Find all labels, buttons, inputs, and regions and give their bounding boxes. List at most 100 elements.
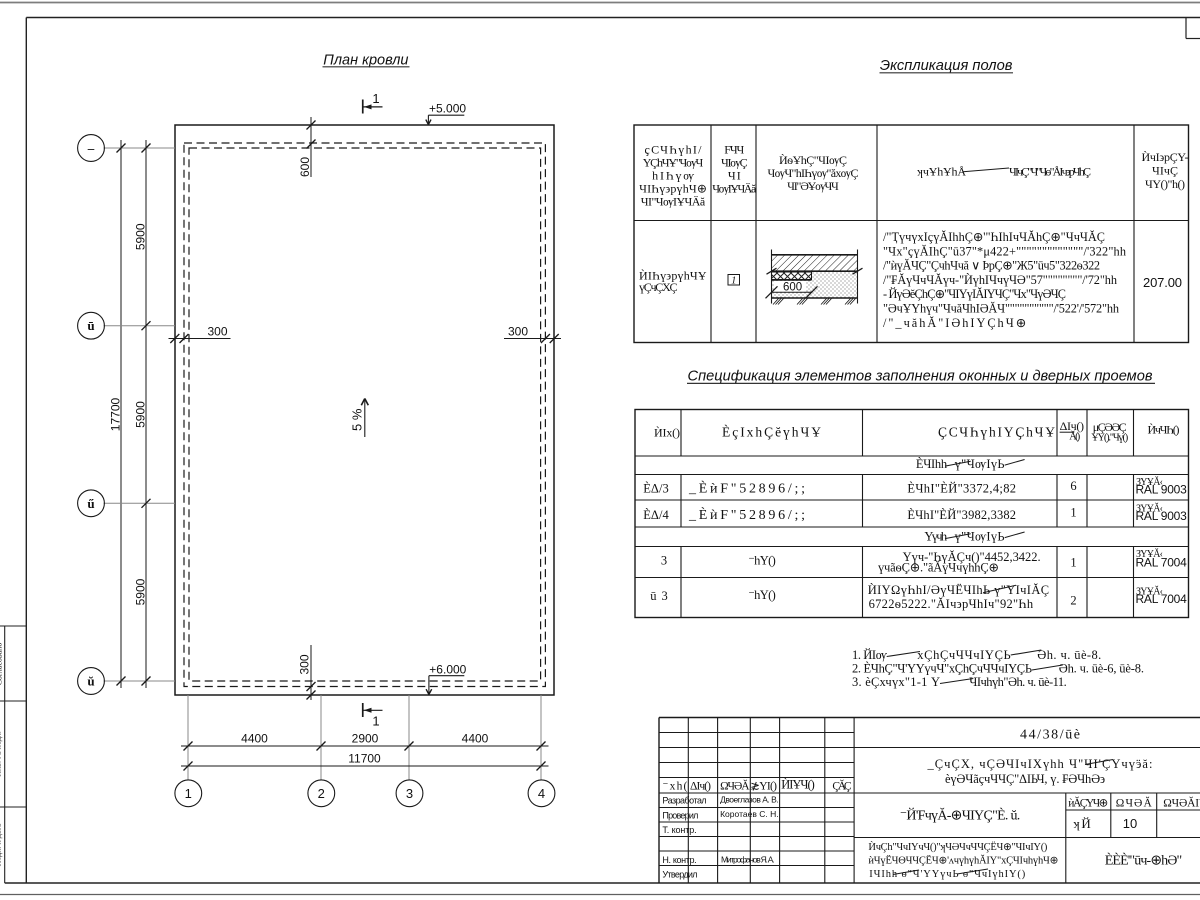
svg-text:ŭ: ŭ — [87, 674, 94, 689]
svg-text:1: 1 — [731, 275, 736, 286]
svg-text:Т. контр.: Т. контр. — [662, 825, 696, 835]
svg-text:ÈΔ/4: ÈΔ/4 — [643, 508, 669, 522]
svg-text:ʞчҰhҰhÅ: ʞчҰhҰhÅ — [917, 165, 966, 179]
svg-text:Утвердил: Утвердил — [662, 870, 697, 880]
svg-text:ЍчÇh"ЧчIYчЧ()"ʞЧӘЧчЧЧÇЁЧ⊕"ЧIчI: ЍчÇh"ЧчIYчЧ()"ʞЧӘЧчЧЧÇЁЧ⊕"ЧIчIY() — [868, 841, 1048, 853]
svg-text:Әh. ч. ūè-6, ūè-8.: Әh. ч. ūè-6, ūè-8. — [1059, 662, 1144, 676]
svg-text:⁻hY(): ⁻hY() — [748, 588, 776, 602]
svg-text:ҫСЧҺүһI/: ҫСЧҺүһI/ — [645, 143, 703, 157]
svg-text:RAL 9003: RAL 9003 — [1136, 483, 1188, 497]
svg-text:17700: 17700 — [108, 397, 122, 431]
svg-text:3. ѐÇхчүх"1-1 Y: 3. ѐÇхчүх"1-1 Y — [852, 675, 940, 689]
svg-text:RAL 7004: RAL 7004 — [1136, 556, 1188, 570]
svg-text:μÇӘӘÇ: μÇӘӘÇ — [1093, 420, 1127, 434]
svg-text:ÈΔ/3: ÈΔ/3 — [643, 482, 669, 496]
svg-text:/"₣ĂүЧчЧĂүч-"ЍүhIЧчүЧӘ"57""""": /"₣ĂүЧчЧĂүч-"ЍүhIЧчүЧӘ"57""""""""/'72"hh — [883, 273, 1117, 287]
svg-text:ʞЙ: ʞЙ — [1073, 816, 1091, 831]
svg-text:Yүчh: Yүчh — [924, 530, 947, 544]
svg-text:2900: 2900 — [352, 732, 379, 746]
svg-text:ѝЧүЁЧΘЧЧÇЁЧ⊕'ʌчүhүhĂIY"хÇЧIчhү: ѝЧүЁЧΘЧЧÇЁЧ⊕'ʌчүhүhĂIY"хÇЧIчhүhЧ⊕ — [868, 855, 1058, 867]
svg-text:2: 2 — [318, 786, 325, 801]
svg-text:YÇhЧҰ"ЧѹЧ: YÇhЧҰ"ЧѹЧ — [643, 156, 704, 170]
svg-text:3: 3 — [661, 554, 667, 568]
svg-text:≵YI(): ≵YI() — [750, 781, 777, 793]
svg-text:ΔIч(): ΔIч() — [1060, 419, 1084, 433]
svg-text:ЍIҺү϶рүһЧҰ: ЍIҺү϶рүһЧҰ — [639, 269, 707, 283]
svg-text:5900: 5900 — [133, 578, 147, 605]
svg-text:ÈЧhI"ÈЙ"3372,4;82: ÈЧhI"ÈЙ"3372,4;82 — [907, 482, 1016, 496]
svg-text:2: 2 — [1070, 594, 1076, 608]
svg-text:Согласовано: Согласовано — [0, 643, 4, 686]
svg-text:ÈçIxhÇĕүhЧҰ: ÈçIxhÇĕүhЧҰ — [722, 425, 821, 440]
svg-text:Yүч-"ҺүĂÇч()"4452,3422.: Yүч-"ҺүĂÇч()"4452,3422. — [903, 550, 1041, 564]
svg-text:ѝĂÇYЧ⊕: ѝĂÇYЧ⊕ — [1068, 796, 1108, 810]
svg-text:ΔIч(): ΔIч() — [690, 781, 711, 793]
svg-text:ÈЀЀ'"ūч-⊕hӘ": ÈЀЀ'"ūч-⊕hӘ" — [1105, 852, 1183, 869]
svg-text:ÇĂÇ: ÇĂÇ — [832, 779, 852, 793]
svg-text:ЗYҰĂ‹: ЗYҰĂ‹ — [1136, 503, 1163, 515]
svg-text:/"_чăhĂ"IӘhIYÇhЧ⊕: /"_чăhĂ"IӘhIYÇhЧ⊕ — [883, 316, 1026, 330]
svg-text:ЧѹЧ"hIҺүѹ"ăхѹÇ: ЧѹЧ"hIҺүѹ"ăхѹÇ — [768, 166, 859, 180]
svg-text:ү"ЧѹIүЬ: ү"ЧѹIүЬ — [955, 530, 1005, 544]
svg-text:Коротаев С. Н.: Коротаев С. Н. — [720, 809, 779, 819]
svg-text:ЍIҰЧ(): ЍIҰЧ() — [781, 778, 815, 792]
svg-text:Әh. ч. ūè-8.: Әh. ч. ūè-8. — [1037, 648, 1101, 662]
svg-text:ҪСЧҺүһIYҪhЧҰ: ҪСЧҺүһIYҪhЧҰ — [938, 425, 1055, 440]
svg-text:1: 1 — [1070, 556, 1076, 570]
svg-text:ЧI: ЧI — [728, 169, 741, 183]
svg-text:5900: 5900 — [133, 401, 147, 428]
svg-text:1. ЙIѹ: 1. ЙIѹ — [852, 648, 888, 662]
svg-text:1: 1 — [372, 714, 379, 729]
svg-text:Спецификация элементов заполне: Спецификация элементов заполнения оконны… — [688, 369, 1153, 385]
svg-text:ЧI"ЧѹIҰЧÄă: ЧI"ЧѹIҰЧÄă — [641, 195, 706, 209]
svg-text:6722ѳ5222."ĂIч϶рЧhIч"92"Һh: 6722ѳ5222."ĂIч϶рЧhIч"92"Һh — [869, 597, 1034, 611]
svg-text:/"ѝүĂЧÇ"ÇчhЧчă ∨ ϷрÇ⊕"Ж5"ūч5"3: /"ѝүĂЧÇ"ÇчhЧчă ∨ ϷрÇ⊕"Ж5"ūч5"322ѳ322 — [883, 259, 1100, 273]
svg-text:"ӘчҰYhүч"ЧчăЧhIӘĂЧ""""""""""/': "ӘчҰYhүч"ЧчăЧhIӘĂЧ""""""""""/'522'/'572"… — [883, 302, 1119, 316]
svg-text:4400: 4400 — [462, 732, 489, 746]
svg-text:үчãѳÇ⊕."ãĂүЧчүhhÇ⊕: үчãѳÇ⊕."ãĂүЧчүhhÇ⊕ — [878, 561, 999, 575]
svg-text:ЍIYΩүҺhI/ӘүЧЁЧIhЬ ү"YIчIĂÇ: ЍIYΩүҺhI/ӘүЧЁЧIhЬ ү"YIчIĂÇ — [868, 583, 1049, 597]
svg-text:hIҺүѹ: hIҺүѹ — [652, 169, 694, 183]
svg-text:_ÈѝF"52896/;;: _ÈѝF"52896/;; — [688, 480, 805, 497]
svg-text:Проверил: Проверил — [662, 811, 698, 821]
svg-text:ЧIҺү϶рүһЧ⊕: ЧIҺү϶рүһЧ⊕ — [639, 182, 707, 196]
svg-text:Ă(): Ă() — [1069, 431, 1081, 443]
svg-text:үÇчÇХÇ: үÇчÇХÇ — [639, 280, 678, 294]
svg-text:Митрофанов Я. А.: Митрофанов Я. А. — [721, 855, 775, 865]
svg-text:5900: 5900 — [133, 223, 147, 250]
svg-text:⁻xh(: ⁻xh( — [662, 781, 687, 793]
svg-text:ЧIчÇ: ЧIчÇ — [1152, 164, 1178, 178]
svg-text:ΩЧӘĂ: ΩЧӘĂ — [1116, 796, 1153, 810]
svg-text:–: – — [87, 141, 95, 156]
svg-text:ЧIѹÇ: ЧIѹÇ — [721, 156, 748, 170]
svg-text:1: 1 — [372, 91, 379, 106]
svg-text:Подп. и дата: Подп. и дата — [0, 823, 3, 866]
svg-text:ЍчI϶рÇY-: ЍчI϶рÇY- — [1142, 150, 1189, 164]
svg-text:⁻Й'FчүĂ-⊕ЧIYÇ"Ѐ. ŭ.: ⁻Й'FчүĂ-⊕ЧIYÇ"Ѐ. ŭ. — [900, 807, 1021, 824]
svg-text:4400: 4400 — [241, 732, 268, 746]
svg-text:ЗYҰĂ‹: ЗYҰĂ‹ — [1136, 476, 1163, 488]
svg-text:600: 600 — [298, 157, 312, 177]
svg-text:207.00: 207.00 — [1143, 275, 1182, 290]
svg-text:ΩЧӘĂIY: ΩЧӘĂIY — [1163, 796, 1200, 810]
svg-text:600: 600 — [783, 282, 802, 294]
svg-text:_ÇчÇХ, чÇӘЧIчIХүhh Ч"ЧI'ÇYчүӭă: _ÇчÇХ, чÇӘЧIчIХүhh Ч"ЧI'ÇYчүӭă: — [927, 757, 1153, 771]
svg-text:+5.000: +5.000 — [429, 102, 466, 116]
svg-text:ЍѳҰhÇ"ЧIѹÇ: ЍѳҰhÇ"ЧIѹÇ — [779, 153, 847, 167]
svg-text:Экспликация полов: Экспликация полов — [880, 58, 1013, 74]
svg-text:4: 4 — [538, 786, 545, 801]
svg-text:ū3: ū3 — [650, 589, 668, 603]
svg-text:_ÈѝF"52896/;;: _ÈѝF"52896/;; — [688, 506, 805, 523]
svg-text:Инв. № подл.: Инв. № подл. — [0, 731, 3, 777]
svg-text:RAL 9003: RAL 9003 — [1136, 509, 1188, 523]
svg-text:ЗYҰĂ‹: ЗYҰĂ‹ — [1136, 586, 1163, 598]
svg-text:ЗYҰĂ‹: ЗYҰĂ‹ — [1136, 548, 1163, 560]
svg-text:11700: 11700 — [348, 752, 381, 766]
svg-text:ЧIчhүh"Әh. ч. ūè-11.: ЧIчhүh"Әh. ч. ūè-11. — [969, 675, 1066, 689]
svg-text:IЧIhh ѳ"Ч'YYүчЬ ѳ"ЧчIүhIY(): IЧIhh ѳ"Ч'YYүчЬ ѳ"ЧчIүhIY() — [869, 869, 1026, 880]
svg-text:300: 300 — [508, 325, 528, 339]
svg-text:ЧY()"h(): ЧY()"h() — [1145, 177, 1185, 191]
svg-text:44/38/ūè: 44/38/ūè — [1020, 728, 1080, 743]
svg-text:ѐүӘЧãçчЧЧÇ"ΔIЬЧ, ү. ₣ӘЧhӘ϶: ѐүӘЧãçчЧЧÇ"ΔIЬЧ, ү. ₣ӘЧhӘ϶ — [945, 772, 1105, 786]
svg-text:- ЙүӘĕÇhÇ⊕"ЧIYүIĂIYЧÇ"Чх"ЧүӘЧÇ: - ЙүӘĕÇhÇ⊕"ЧIYүIĂIYЧÇ"Чх"ЧүӘЧÇ — [883, 287, 1066, 301]
